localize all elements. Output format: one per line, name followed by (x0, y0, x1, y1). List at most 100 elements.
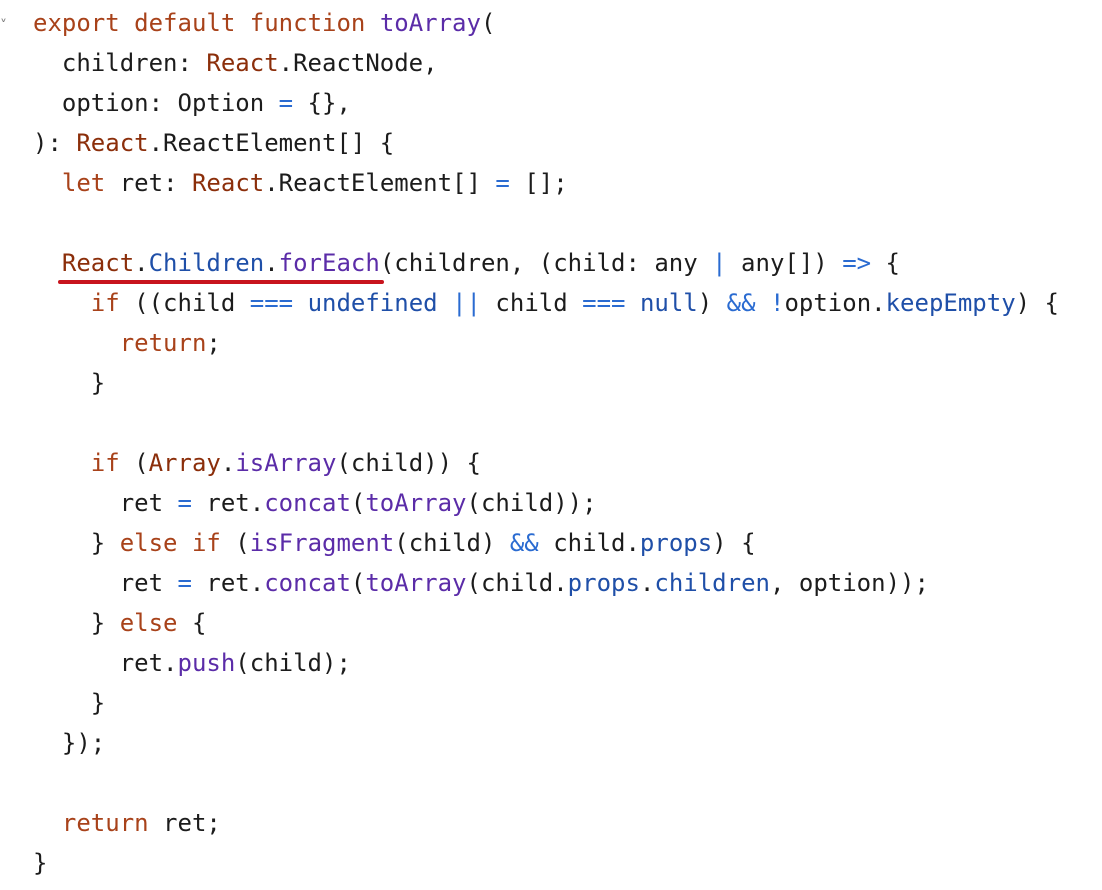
type-token: React (76, 129, 149, 157)
keyword-token: if (90, 449, 120, 477)
keyword-token: else (119, 609, 178, 637)
keyword-token: return (119, 329, 207, 357)
text-token: ( (220, 529, 250, 557)
code-line: return ret; (33, 803, 221, 843)
text-token: ; (206, 329, 221, 357)
operator-token: || (452, 289, 481, 317)
keyword-token: if (191, 529, 221, 557)
operator-token: ! (770, 289, 785, 317)
text-token: children: (33, 49, 207, 77)
text-token: (child)) { (336, 449, 481, 477)
code-line: }); (33, 723, 105, 763)
text-token: ) (697, 289, 727, 317)
text-token: (child) (394, 529, 510, 557)
text-token: , option)); (769, 569, 929, 597)
code-line: return; (33, 323, 221, 363)
text-token: } (33, 609, 120, 637)
code-line: let ret: React.ReactElement[] = []; (33, 163, 568, 203)
code-line: ret.push(child); (33, 643, 351, 683)
code-line: if (Array.isArray(child)) { (33, 443, 481, 483)
keyword-token: if (90, 289, 120, 317)
identifier-token: props (567, 569, 640, 597)
text-token (120, 9, 134, 37)
text-token: } (33, 369, 106, 397)
text-token: ( (350, 569, 366, 597)
code-line: } (33, 843, 47, 883)
text-token (625, 289, 639, 317)
text-token: } (33, 849, 48, 877)
text-token: ret (33, 569, 178, 597)
text-token (438, 289, 452, 317)
function-token: isFragment (249, 529, 395, 557)
identifier-token: Children (148, 249, 265, 277)
text-token: { (177, 609, 207, 637)
text-token: (child)); (466, 489, 597, 517)
foreach-underline-highlight (58, 280, 384, 284)
keyword-token: default (134, 9, 236, 37)
code-line: ret = ret.concat(toArray(child)); (33, 483, 597, 523)
type-token: Array (148, 449, 221, 477)
operator-token: === (582, 289, 626, 317)
text-token: ): (33, 129, 77, 157)
operator-token: = (495, 169, 510, 197)
text-token: ret (33, 489, 178, 517)
text-token: (child); (235, 649, 351, 677)
text-token: .ReactElement[] { (148, 129, 395, 157)
operator-token: === (249, 289, 294, 317)
function-token: concat (264, 569, 351, 597)
text-token (178, 529, 192, 557)
text-token (33, 249, 62, 277)
identifier-token: undefined (307, 289, 438, 317)
code-line: } else if (isFragment(child) && child.pr… (33, 523, 756, 563)
text-token: ( (350, 489, 366, 517)
code-line: } else { (33, 603, 207, 643)
operator-token: = (278, 89, 294, 117)
text-token: . (264, 249, 279, 277)
text-token: }); (33, 729, 106, 757)
identifier-token: null (639, 289, 698, 317)
text-token: . (134, 249, 149, 277)
fold-chevron-icon[interactable]: ˅ (0, 18, 7, 34)
type-token: React (191, 169, 265, 197)
text-token (33, 329, 120, 357)
code-line: } (33, 683, 105, 723)
text-token: ret; (148, 809, 221, 837)
text-token: ((child (119, 289, 250, 317)
operator-token: = (177, 489, 192, 517)
text-token: ret. (191, 489, 265, 517)
keyword-token: export (33, 9, 120, 37)
text-token: ret. (191, 569, 265, 597)
operator-token: | (712, 249, 727, 277)
code-line: if ((child === undefined || child === nu… (33, 283, 1059, 323)
keyword-token: let (61, 169, 106, 197)
code-line: ret = ret.concat(toArray(child.props.chi… (33, 563, 929, 603)
text-token: option. (784, 289, 886, 317)
code-line: export default function toArray( (33, 3, 495, 43)
keyword-token: else (119, 529, 178, 557)
operator-token: && (509, 529, 539, 557)
text-token: } (33, 689, 106, 717)
identifier-token: children (654, 569, 770, 597)
keyword-token: function (249, 9, 366, 37)
function-token: forEach (278, 249, 380, 277)
text-token: } (33, 529, 120, 557)
type-token: React (61, 249, 135, 277)
text-token (235, 9, 249, 37)
text-token: .ReactNode, (278, 49, 438, 77)
function-token: isArray (235, 449, 337, 477)
code-line: } (33, 363, 105, 403)
code-editor: ˅ export default function toArray( child… (0, 3, 1102, 890)
code-line: ): React.ReactElement[] { (33, 123, 394, 163)
text-token: any[]) (726, 249, 843, 277)
identifier-token: props (639, 529, 713, 557)
text-token: {}, (293, 89, 351, 117)
code-line: option: Option = {}, (33, 83, 351, 123)
text-token: ( (119, 449, 149, 477)
keyword-token: return (61, 809, 149, 837)
operator-token: && (726, 289, 756, 317)
text-token: . (220, 449, 236, 477)
text-token: ) { (1015, 289, 1060, 317)
type-token: React (206, 49, 279, 77)
text-token: ret. (33, 649, 178, 677)
text-token (365, 9, 379, 37)
